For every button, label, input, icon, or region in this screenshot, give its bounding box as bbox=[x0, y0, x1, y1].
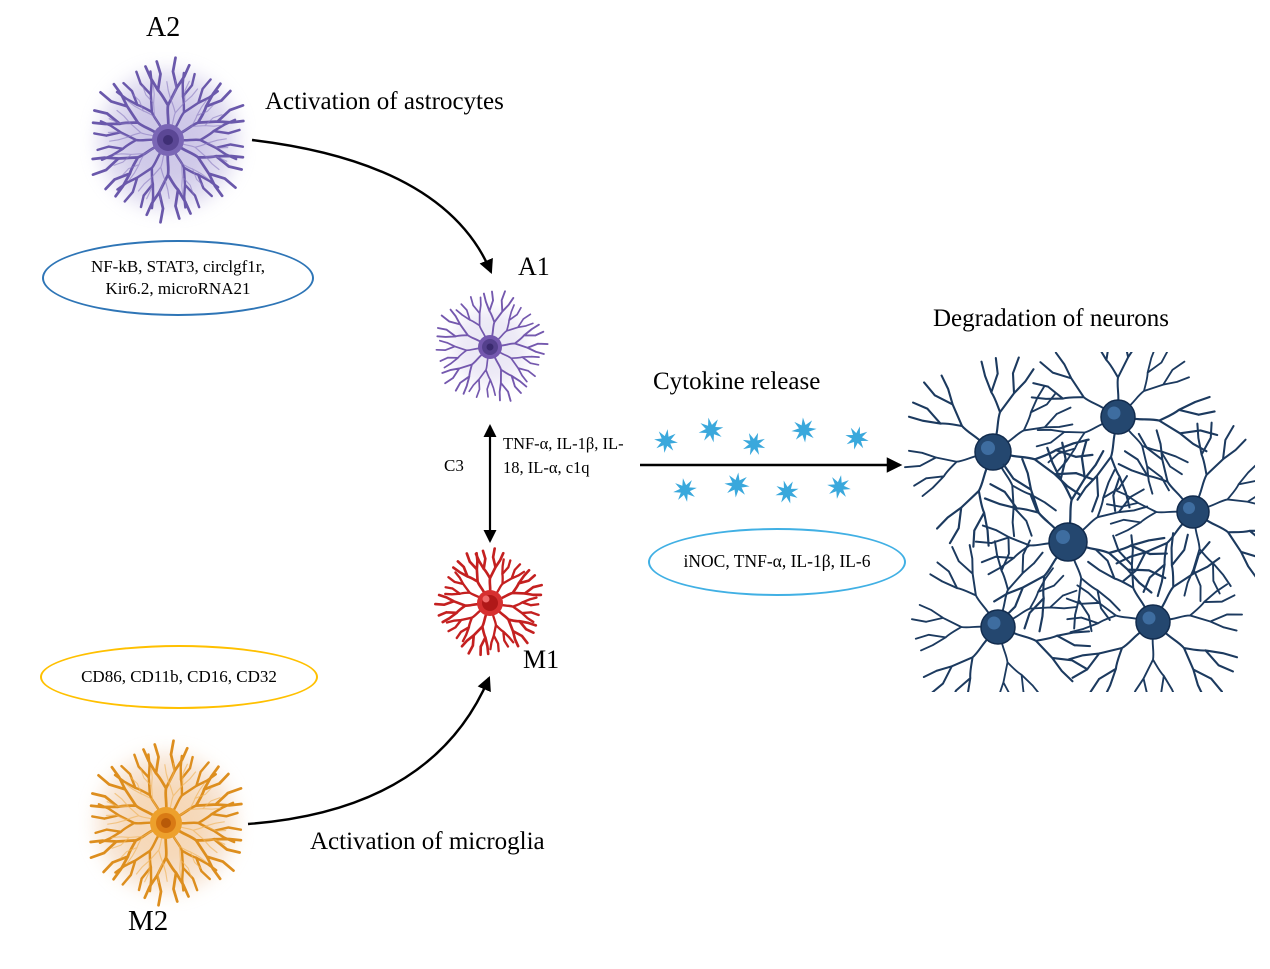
astrocyte-markers-text: NF-kB, STAT3, circlgf1r, Kir6.2, microRN… bbox=[90, 256, 266, 298]
cytokine-release-label: Cytokine release bbox=[653, 368, 821, 395]
cytokine-starburst-icon bbox=[652, 427, 680, 455]
cytokine-starburst-icon bbox=[825, 473, 853, 501]
cytokine-starburst-icon bbox=[738, 428, 770, 460]
cytokine-starburst-icon bbox=[790, 416, 818, 444]
neuron-cell bbox=[973, 435, 1177, 642]
activation-astrocytes-arrow bbox=[251, 138, 493, 274]
astrocyte-markers-ellipse: NF-kB, STAT3, circlgf1r, Kir6.2, microRN… bbox=[42, 240, 314, 316]
c3-label: C3 bbox=[444, 456, 464, 475]
a2-astrocyte-illustration bbox=[84, 56, 252, 224]
degradation-neurons-label: Degradation of neurons bbox=[933, 305, 1170, 332]
a2-label: A2 bbox=[146, 12, 181, 43]
neuron-cell bbox=[910, 530, 1100, 692]
neuron-cell bbox=[1021, 352, 1222, 519]
microglia-markers-text: CD86, CD11b, CD16, CD32 bbox=[81, 666, 277, 686]
cytokine-starburst-icon bbox=[696, 415, 726, 445]
neuron-cluster-illustration bbox=[903, 352, 1255, 692]
cytokine-starburst-icon bbox=[842, 423, 872, 453]
a1-astrocyte-illustration bbox=[431, 286, 550, 406]
a1-label: A1 bbox=[518, 252, 550, 281]
neuron-cell bbox=[903, 352, 1101, 557]
activation-microglia-label: Activation of microglia bbox=[310, 828, 545, 855]
activation-astrocytes-label: Activation of astrocytes bbox=[265, 88, 504, 115]
neuron-cell bbox=[1105, 413, 1255, 606]
activation-microglia-arrow bbox=[247, 676, 491, 826]
m1-microglia-illustration bbox=[433, 547, 547, 661]
cytokine-starburst-icons bbox=[652, 415, 872, 507]
released-cytokines-ellipse: iNOC, TNF-α, IL-1β, IL-6 bbox=[648, 528, 906, 596]
cytokine-starburst-icon bbox=[671, 476, 699, 504]
released-cytokines-text: iNOC, TNF-α, IL-1β, IL-6 bbox=[683, 551, 871, 572]
m2-microglia-illustration bbox=[82, 739, 250, 907]
cytokine-starburst-icon bbox=[723, 471, 751, 499]
crosstalk-cytokine-list: TNF-α, IL-1β, IL-18, IL-α, c1q bbox=[503, 434, 624, 477]
neuron-cell bbox=[1060, 523, 1247, 692]
microglia-markers-ellipse: CD86, CD11b, CD16, CD32 bbox=[40, 645, 318, 709]
m1-label: M1 bbox=[523, 645, 560, 674]
m2-label: M2 bbox=[128, 905, 169, 937]
cytokine-starburst-icon bbox=[772, 477, 802, 507]
